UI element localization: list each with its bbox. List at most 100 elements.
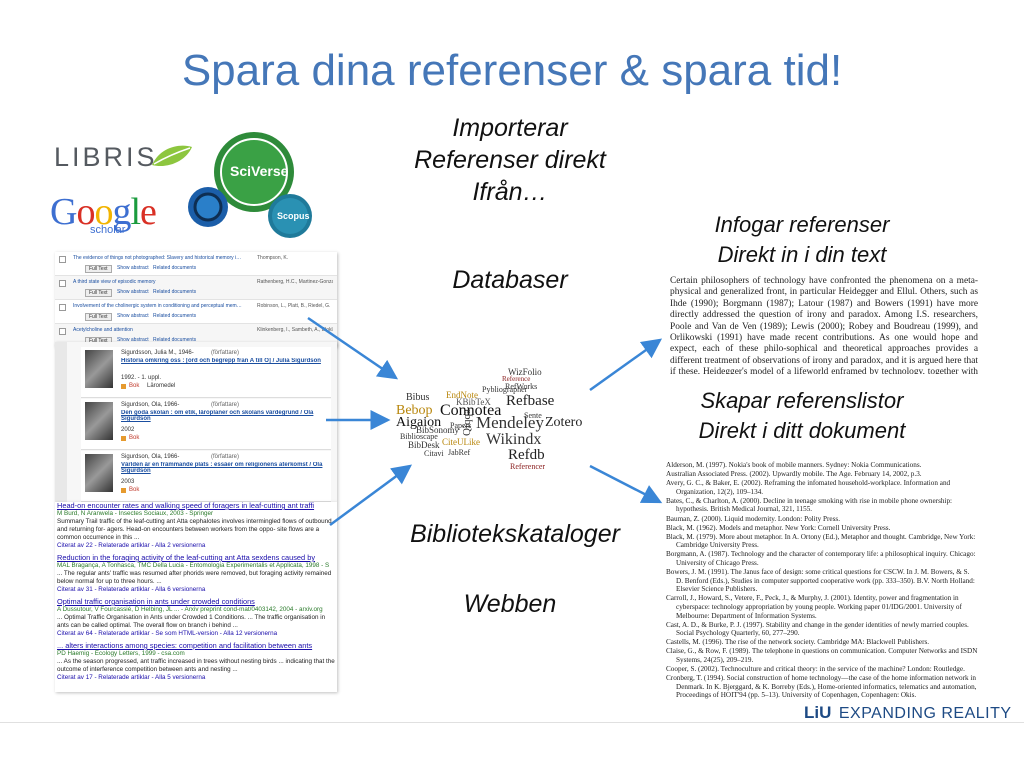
row-checkbox[interactable] (59, 304, 66, 311)
reference-entry: Bowers, J. M. (1991). The Janus face of … (666, 568, 975, 594)
result-snippet: ... Optimal Traffic Organisation in Ants… (57, 614, 326, 629)
catalog-title-link[interactable]: Historia omkring oss : [ord och begrepp … (121, 358, 321, 364)
wordcloud-word: Zotero (545, 415, 583, 430)
web-label: Webben (463, 590, 557, 618)
book-cover-thumbnail (85, 402, 113, 440)
row-checkbox[interactable] (59, 328, 66, 335)
database-screenshot: The evidence of things not photographed:… (55, 252, 337, 347)
wordcloud-word: Citavi (424, 449, 444, 458)
insert-line-1: Infogar referenser (714, 212, 890, 237)
result-links[interactable]: Citerat av 31 - Relaterade artiklar - Al… (57, 586, 206, 593)
result-title-link[interactable]: Reduction in the foraging activity of th… (57, 554, 316, 562)
result-links[interactable]: Citerat av 22 - Relaterade artiklar - Al… (57, 542, 206, 549)
wordcloud-word: Papers (450, 421, 472, 430)
catalog-item[interactable]: Sigurdsson, Julia M., 1946-(författare)H… (81, 347, 331, 398)
wordcloud-word: Pybliographer (482, 385, 528, 394)
footer-bar (0, 722, 1024, 723)
reference-entry: Alderson, M. (1997). Nokia's book of mob… (666, 461, 922, 469)
db-row[interactable]: Involvement of the cholinergic system in… (55, 300, 337, 324)
import-line-2: Referenser direkt (414, 146, 606, 174)
reference-list: Alderson, M. (1997). Nokia's book of mob… (666, 461, 978, 699)
arrow-insert (589, 338, 663, 392)
catalog-type: Bok (129, 435, 140, 441)
wordcloud-word: Aigaion (396, 415, 442, 430)
lists-line-1: Skapar referenslistor (700, 388, 904, 413)
reference-entry: Cast, A. D., & Burke, P. J. (1997). Stab… (666, 620, 969, 638)
catalog-title-link[interactable]: Den goda skolan : om etik, läroplaner oc… (121, 410, 314, 422)
related-documents-link[interactable]: Related documents (153, 289, 197, 295)
import-line-3: Ifrån… (472, 178, 548, 206)
book-type-icon (121, 488, 126, 493)
catalog-item[interactable]: Sigurdson, Ola, 1966-(författare)Världen… (81, 451, 331, 502)
row-checkbox[interactable] (59, 256, 66, 263)
reference-entry: Carroll, J., Howard, S., Vetere, F., Pec… (666, 594, 962, 620)
scholar-result[interactable]: ... alters interactions among species: c… (57, 642, 337, 682)
reference-entry: Australian Associated Press. (2002). Upw… (666, 470, 922, 479)
wordcloud-word: BibDesk (408, 440, 440, 450)
scholar-result[interactable]: Optimal traffic organisation in ants und… (57, 598, 337, 638)
reference-entry: Black, M. (1979). More about metaphor. I… (666, 532, 976, 550)
wordcloud-word: Bibus (406, 392, 430, 403)
libris-wordmark: LIBRIS (54, 142, 158, 172)
reference-entry: Avery, G. C., & Baker, E. (2002). Refram… (666, 479, 951, 496)
databases-label: Databaser (452, 266, 568, 294)
wordcloud-word: Reference (502, 375, 531, 383)
wordcloud-word: WizFolio (508, 367, 542, 377)
related-documents-link[interactable]: Related documents (153, 337, 197, 343)
result-meta: A Dussutour, V Fourcassié, D Helbing, JL… (57, 606, 323, 613)
catalog-author: Sigurdson, Ola, 1966- (121, 402, 180, 408)
catalog-item[interactable]: Sigurdson, Ola, 1966- (författare) Den god… (81, 399, 331, 450)
wordcloud-word: CiteULike (442, 437, 480, 447)
reference-tools-wordcloud: WizFolio Reference RefWorks Pybliographe… (390, 366, 600, 476)
catalog-screenshot: Sigurdsson, Julia M., 1946- (författare) H… (55, 342, 337, 502)
db-row[interactable]: The evidence of things not photographed:… (55, 252, 337, 276)
wordcloud-word: KBibTeX (456, 397, 491, 407)
result-snippet: ... As the season progressed, ant traffi… (57, 658, 335, 673)
sciverse-label: SciVerse (230, 163, 289, 179)
show-abstract-link[interactable]: Show abstract (117, 289, 149, 295)
catalog-title-link[interactable]: Världen är en främmande plats : essäer o… (121, 462, 323, 474)
wordcloud-word: Connotea (440, 402, 502, 419)
show-abstract-link[interactable]: Show abstract (117, 337, 149, 343)
full-text-button[interactable]: Full Text (85, 289, 112, 297)
row-checkbox[interactable] (59, 280, 66, 287)
scholar-result[interactable]: Reduction in the foraging activity of th… (57, 554, 337, 594)
wordcloud-word: Mendeley (476, 413, 544, 432)
import-line-1: Importerar (452, 114, 568, 142)
full-text-button[interactable]: Full Text (85, 313, 112, 321)
arrow-web (329, 464, 413, 527)
related-documents-link[interactable]: Related documents (153, 265, 197, 271)
catalog-detail: 2002 (121, 427, 135, 433)
scopus-label: Scopus (277, 211, 310, 221)
liu-logo: LiU EXPANDING REALITY (804, 703, 1014, 727)
show-abstract-link[interactable]: Show abstract (117, 313, 149, 319)
import-heading: Importerar Referenser direkt Ifrån… (360, 112, 660, 208)
result-snippet: ... The regular ants' traffic was resume… (57, 570, 332, 585)
wordcloud-word: Sente (524, 411, 542, 420)
result-links[interactable]: Citerat av 17 - Relaterade artiklar - Al… (57, 674, 206, 681)
related-documents-link[interactable]: Related documents (153, 313, 197, 319)
full-text-button[interactable]: Full Text (85, 265, 112, 273)
document-paragraph: Certain philosophers of technology have … (670, 276, 978, 374)
sciverse-circles (188, 132, 312, 238)
wordcloud-word: EndNote (446, 390, 478, 400)
wordcloud-word: RefWorks (505, 382, 538, 391)
slide-title: Spara dina referenser & spara tid! (181, 46, 843, 95)
book-type-icon (121, 384, 126, 389)
result-title-link[interactable]: Head-on encounter rates and walking spee… (57, 502, 315, 510)
catalog-author: Sigurdsson, Julia M., 1946- (121, 350, 194, 356)
show-abstract-link[interactable]: Show abstract (117, 265, 149, 271)
scholar-result[interactable]: Head-on encounter rates and walking spee… (57, 502, 337, 550)
result-links[interactable]: Citerat av 64 - Relaterade artiklar - Se… (57, 630, 278, 637)
catalog-role: (författare) (211, 402, 240, 408)
result-title-link[interactable]: Optimal traffic organisation in ants und… (57, 598, 255, 606)
paragraph-text: Certain philosophers of technology have … (670, 276, 978, 374)
libris-logo: LIBRIS (54, 140, 194, 172)
book-type-icon (121, 436, 126, 441)
book-cover-thumbnail (85, 454, 113, 492)
wordcloud-word: Biblioscape (400, 432, 438, 441)
result-title-link[interactable]: ... alters interactions among species: c… (57, 642, 313, 650)
